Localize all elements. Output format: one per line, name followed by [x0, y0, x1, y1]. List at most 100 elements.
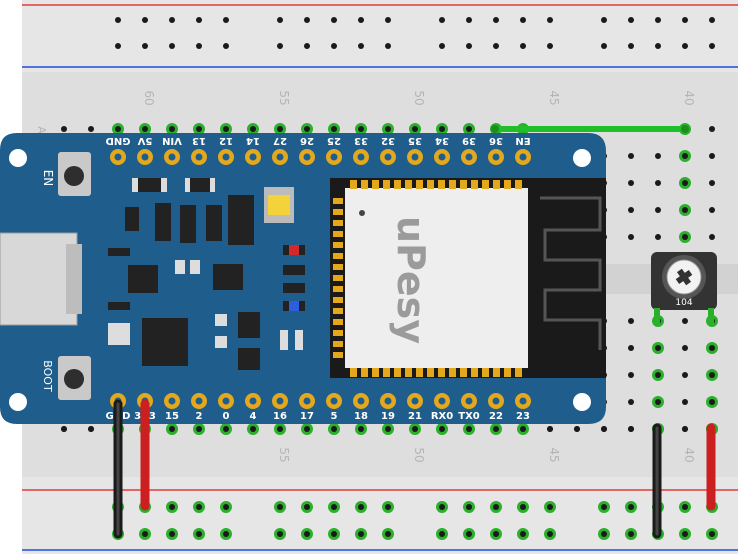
rail-hole — [196, 531, 202, 537]
terminal-hole — [682, 153, 688, 159]
castellation-pad — [361, 180, 368, 189]
rail-hole — [358, 43, 364, 49]
esp32-board[interactable]: EN BOOT uPesy — [0, 133, 606, 424]
terminal-hole — [358, 426, 364, 432]
rail-hole — [493, 43, 499, 49]
pin-hole — [492, 397, 500, 405]
terminal-hole — [223, 426, 229, 432]
column-number: 55 — [277, 447, 291, 462]
pin-label: 18 — [354, 411, 368, 422]
castellation-pad — [416, 368, 423, 377]
castellation-pad — [460, 368, 467, 377]
rail-hole — [385, 43, 391, 49]
pin-hole — [519, 397, 527, 405]
column-number: 55 — [277, 90, 291, 105]
column-number: 60 — [142, 90, 156, 105]
castellation-pad — [493, 180, 500, 189]
pin-hole — [276, 397, 284, 405]
terminal-hole — [709, 399, 715, 405]
terminal-hole — [331, 426, 337, 432]
castellation-pad — [333, 209, 343, 215]
pin-hole — [303, 397, 311, 405]
pin-label: 32 — [381, 135, 395, 146]
column-number: 40 — [682, 447, 696, 462]
pin-label: EN — [515, 135, 530, 146]
pin-label: VIN — [162, 135, 182, 146]
terminal-hole — [169, 426, 175, 432]
terminal-hole — [115, 126, 121, 132]
terminal-hole — [709, 207, 715, 213]
terminal-hole — [655, 399, 661, 405]
rail-hole — [709, 17, 715, 23]
rail-hole — [466, 531, 472, 537]
en-button[interactable] — [64, 166, 84, 186]
rail-hole — [142, 17, 148, 23]
pin-hole — [303, 153, 311, 161]
rail-hole — [628, 17, 634, 23]
column-number: 50 — [412, 90, 426, 105]
pin-hole — [168, 397, 176, 405]
mount-hole — [9, 149, 27, 167]
terminal-hole — [655, 153, 661, 159]
terminal-hole — [709, 345, 715, 351]
terminal-hole — [493, 426, 499, 432]
rail-hole — [169, 504, 175, 510]
pin-hole — [330, 397, 338, 405]
castellation-pad — [333, 220, 343, 226]
pin-label: 25 — [327, 135, 341, 146]
rail-hole — [196, 43, 202, 49]
pin-hole — [168, 153, 176, 161]
rail-hole — [493, 504, 499, 510]
pin-label: 16 — [273, 411, 287, 422]
terminal-hole — [547, 426, 553, 432]
rail-hole — [385, 17, 391, 23]
pin-hole — [411, 397, 419, 405]
potentiometer[interactable]: 104 — [651, 252, 717, 324]
terminal-hole — [250, 126, 256, 132]
row-letter: A — [35, 126, 48, 134]
castellation-pad — [333, 275, 343, 281]
rail-hole — [358, 504, 364, 510]
rail-hole — [304, 43, 310, 49]
terminal-hole — [682, 207, 688, 213]
terminal-hole — [358, 126, 364, 132]
castellation-pad — [460, 180, 467, 189]
pin-label: 0 — [223, 411, 230, 422]
rail-hole — [304, 531, 310, 537]
pin-hole — [276, 153, 284, 161]
wire-end — [681, 125, 689, 133]
rail-hole — [331, 504, 337, 510]
terminal-hole — [628, 153, 634, 159]
rail-hole — [439, 531, 445, 537]
pin-hole — [330, 153, 338, 161]
pin-hole — [249, 153, 257, 161]
rail-hole — [439, 504, 445, 510]
pin-hole — [222, 153, 230, 161]
terminal-hole — [196, 426, 202, 432]
rail-hole — [466, 17, 472, 23]
pin-label: GND — [106, 135, 131, 146]
terminal-hole — [250, 426, 256, 432]
rail-hole — [655, 43, 661, 49]
terminal-hole — [520, 426, 526, 432]
pin-hole — [114, 153, 122, 161]
rail-hole — [655, 17, 661, 23]
terminal-hole — [655, 234, 661, 240]
boot-button[interactable] — [64, 369, 84, 389]
castellation-pad — [350, 180, 357, 189]
terminal-hole — [709, 372, 715, 378]
esp32-module-shield — [345, 188, 528, 368]
rail-hole — [682, 531, 688, 537]
terminal-hole — [682, 234, 688, 240]
potentiometer-slot — [676, 268, 692, 286]
pin-hole — [465, 153, 473, 161]
pin-hole — [357, 153, 365, 161]
rail-hole — [493, 17, 499, 23]
rail-hole — [547, 17, 553, 23]
castellation-pad — [471, 368, 478, 377]
terminal-hole — [304, 126, 310, 132]
terminal-hole — [628, 399, 634, 405]
column-number: 45 — [547, 90, 561, 105]
pin-label: 21 — [408, 411, 422, 422]
